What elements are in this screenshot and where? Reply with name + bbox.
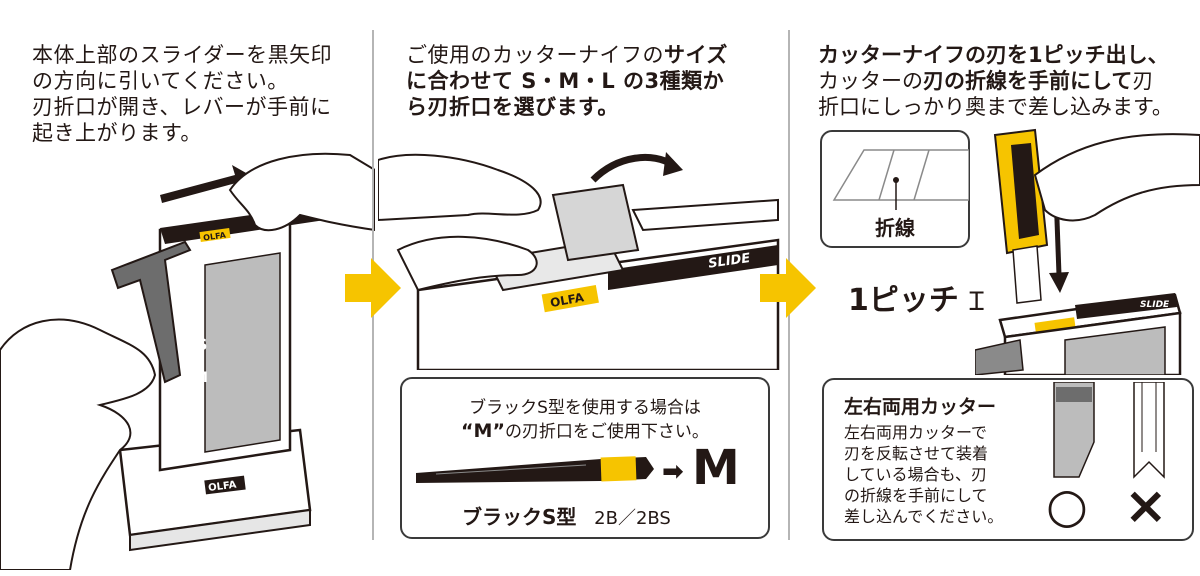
step-1-instructions: 本体上部のスライダーを黒矢印 の方向に引いてください。 刃折口が開き、レバーが手… (32, 42, 372, 146)
olfa-label-top (199, 227, 231, 243)
ambidextrous-line: 刃を反転させて装着 (844, 444, 989, 463)
black-s-note-box: ブラックS型を使用する場合は “M”の刃折口をご使用下さい。 ➡ M ブラックS… (400, 377, 770, 539)
step-3-emphasis: 刃の折線を手前にして (923, 69, 1133, 93)
step-2-instructions: ご使用のカッターナイフのサイズ に合わせて S・M・L の3種類か ら刃折口を選… (406, 42, 776, 120)
step-1-illustration: OLFA S M L OLFA (0, 152, 375, 570)
olfa-label (541, 284, 599, 313)
product-models: 2B／2BS (594, 508, 671, 529)
hand-holding-cutter (1033, 133, 1200, 222)
ambidextrous-cutter-note: 左右両用カッター 左右両用カッターで 刃を反転させて装着 している場合も、刃 の… (822, 378, 1194, 541)
left-hand (0, 318, 157, 570)
slide-label: SLIDE (707, 251, 751, 272)
step-2-text: ご使用のカッターナイフの (406, 43, 664, 67)
blade-fold-illustration (832, 149, 969, 210)
note-line-2-text: の刃折口をご使用下さい。 (504, 422, 709, 442)
ambidextrous-lines: 左右両用カッターで 刃を反転させて装着 している場合も、刃 の折線を手前にして … (844, 422, 1003, 527)
pitch-bracket: Ɪ (969, 287, 984, 317)
step-3-instructions: カッターナイフの刃を1ピッチ出し、 カッターの刃の折線を手前にして刃 折口にしっ… (818, 42, 1200, 120)
sharpener-window (204, 252, 281, 453)
size-mark-m: M (194, 370, 208, 386)
step-2-panel: ご使用のカッターナイフのサイズ に合わせて S・M・L の3種類か ら刃折口を選… (378, 0, 783, 576)
hand-upper (378, 153, 542, 222)
correct-circle-mark: ○ (1046, 478, 1088, 534)
step-1-panel: 本体上部のスライダーを黒矢印 の方向に引いてください。 刃折口が開き、レバーが手… (0, 0, 375, 576)
big-m-letter: M (692, 440, 740, 496)
product-name: ブラックS型 (462, 505, 577, 529)
right-hand-top (228, 152, 375, 232)
step-3-text: 刃 (1132, 69, 1154, 93)
step-3-line-1: カッターナイフの刃を1ピッチ出し、 (818, 43, 1169, 67)
product-caption: ブラックS型 2B／2BS (462, 501, 671, 530)
step-3-line-2: カッターの刃の折線を手前にして刃 (818, 68, 1200, 94)
ambidextrous-line: 左右両用カッターで (844, 423, 988, 442)
note-line-2: “M”の刃折口をご使用下さい。 (402, 417, 768, 442)
slide-direction-arrow (160, 165, 255, 203)
size-mark-l: L (194, 403, 204, 422)
insert-down-arrow (1049, 272, 1069, 293)
step-3-line-3: 折口にしっかり奥まで差し込みます。 (818, 95, 1173, 119)
ambidextrous-line: の折線を手前にして (844, 486, 988, 505)
olfa-logo-2: OLFA (549, 290, 586, 310)
step-2-emphasis: サイズ (664, 43, 728, 67)
one-pitch-label: 1ピッチ Ɪ (848, 275, 984, 319)
step-1-line: 刃折口が開き、レバーが手前に (32, 95, 332, 119)
step-2-line-2: に合わせて S・M・L の3種類か (406, 69, 725, 93)
step-3-panel: カッターナイフの刃を1ピッチ出し、 カッターの刃の折線を手前にして刃 折口にしっ… (800, 0, 1200, 576)
step-2-line-3: ら刃折口を選びます。 (406, 95, 619, 119)
orientation-comparison-illustration (1053, 382, 1165, 479)
step-1-line: の方向に引いてください。 (32, 69, 289, 93)
step-2-line-1: ご使用のカッターナイフのサイズ (406, 42, 776, 68)
olfa-logo-base: OLFA (208, 480, 238, 494)
size-mark-s: S (196, 335, 208, 354)
next-step-arrow-2 (760, 258, 816, 318)
arrow-to-m: ➡ (662, 457, 684, 487)
step-2-illustration: SLIDE OLFA (378, 152, 780, 370)
step-1-line: 起き上がります。 (32, 121, 202, 145)
cutter-blade (1012, 245, 1042, 304)
next-step-arrow-1 (345, 258, 401, 318)
m-slot-emphasis: “M” (461, 420, 505, 442)
pitch-text: 1ピッチ (848, 283, 959, 318)
fold-line-label: 折線 (875, 216, 915, 240)
lever-rotate-arrow (590, 153, 675, 183)
ambidextrous-title: 左右両用カッター (844, 396, 997, 418)
step-3-text: カッターの (818, 69, 923, 93)
incorrect-cross-mark: × (1124, 476, 1168, 536)
raised-lever (110, 240, 192, 384)
ambidextrous-line: している場合も、刃 (844, 465, 988, 484)
ambidextrous-line: 差し込んでください。 (844, 507, 1004, 526)
olfa-logo-top: OLFA (203, 230, 227, 242)
slide-label-3: SLIDE (1140, 300, 1170, 310)
note-line-1: ブラックS型を使用する場合は (469, 398, 701, 418)
olfa-label-base (204, 475, 246, 495)
step-3-illustration: SLIDE (975, 128, 1200, 375)
hand-lower (396, 235, 538, 292)
fold-line-inset: 折線 (820, 130, 970, 248)
black-s-cutter-illustration (416, 456, 654, 483)
step-1-line: 本体上部のスライダーを黒矢印 (32, 43, 333, 67)
